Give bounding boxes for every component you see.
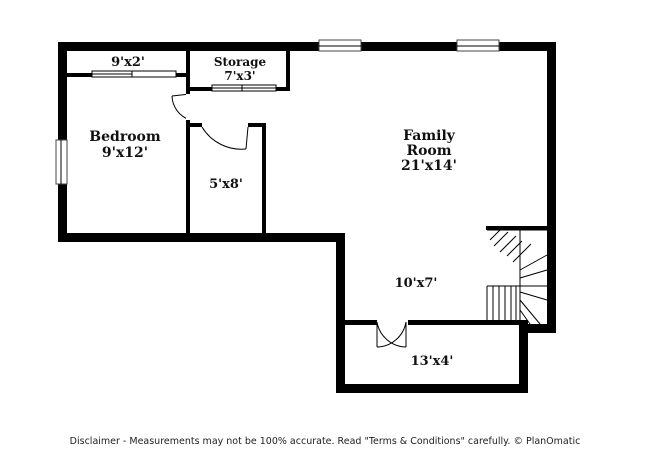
family-dims: 21'x14' xyxy=(401,158,457,174)
bottom-room-dims: 13'x4' xyxy=(411,354,454,369)
outer-walls xyxy=(58,42,556,393)
family-name-line1: Family xyxy=(403,128,456,144)
bedroom-name: Bedroom xyxy=(89,129,161,145)
closet-mid-dims: 5'x8' xyxy=(209,177,243,192)
disclaimer-text: Disclaimer - Measurements may not be 100… xyxy=(69,436,581,447)
interior-walls xyxy=(67,51,556,325)
staircase xyxy=(486,229,556,325)
door-swings xyxy=(171,93,407,348)
windows xyxy=(55,39,500,185)
bedroom-dims: 9'x12' xyxy=(102,145,148,161)
sliding-doors xyxy=(91,70,277,92)
storage-dims: 7'x3' xyxy=(224,69,255,83)
closet-top-dims: 9'x2' xyxy=(111,55,145,70)
hall-dims: 10'x7' xyxy=(395,276,438,291)
storage-name: Storage xyxy=(214,55,267,69)
family-name-line2: Room xyxy=(406,143,451,159)
